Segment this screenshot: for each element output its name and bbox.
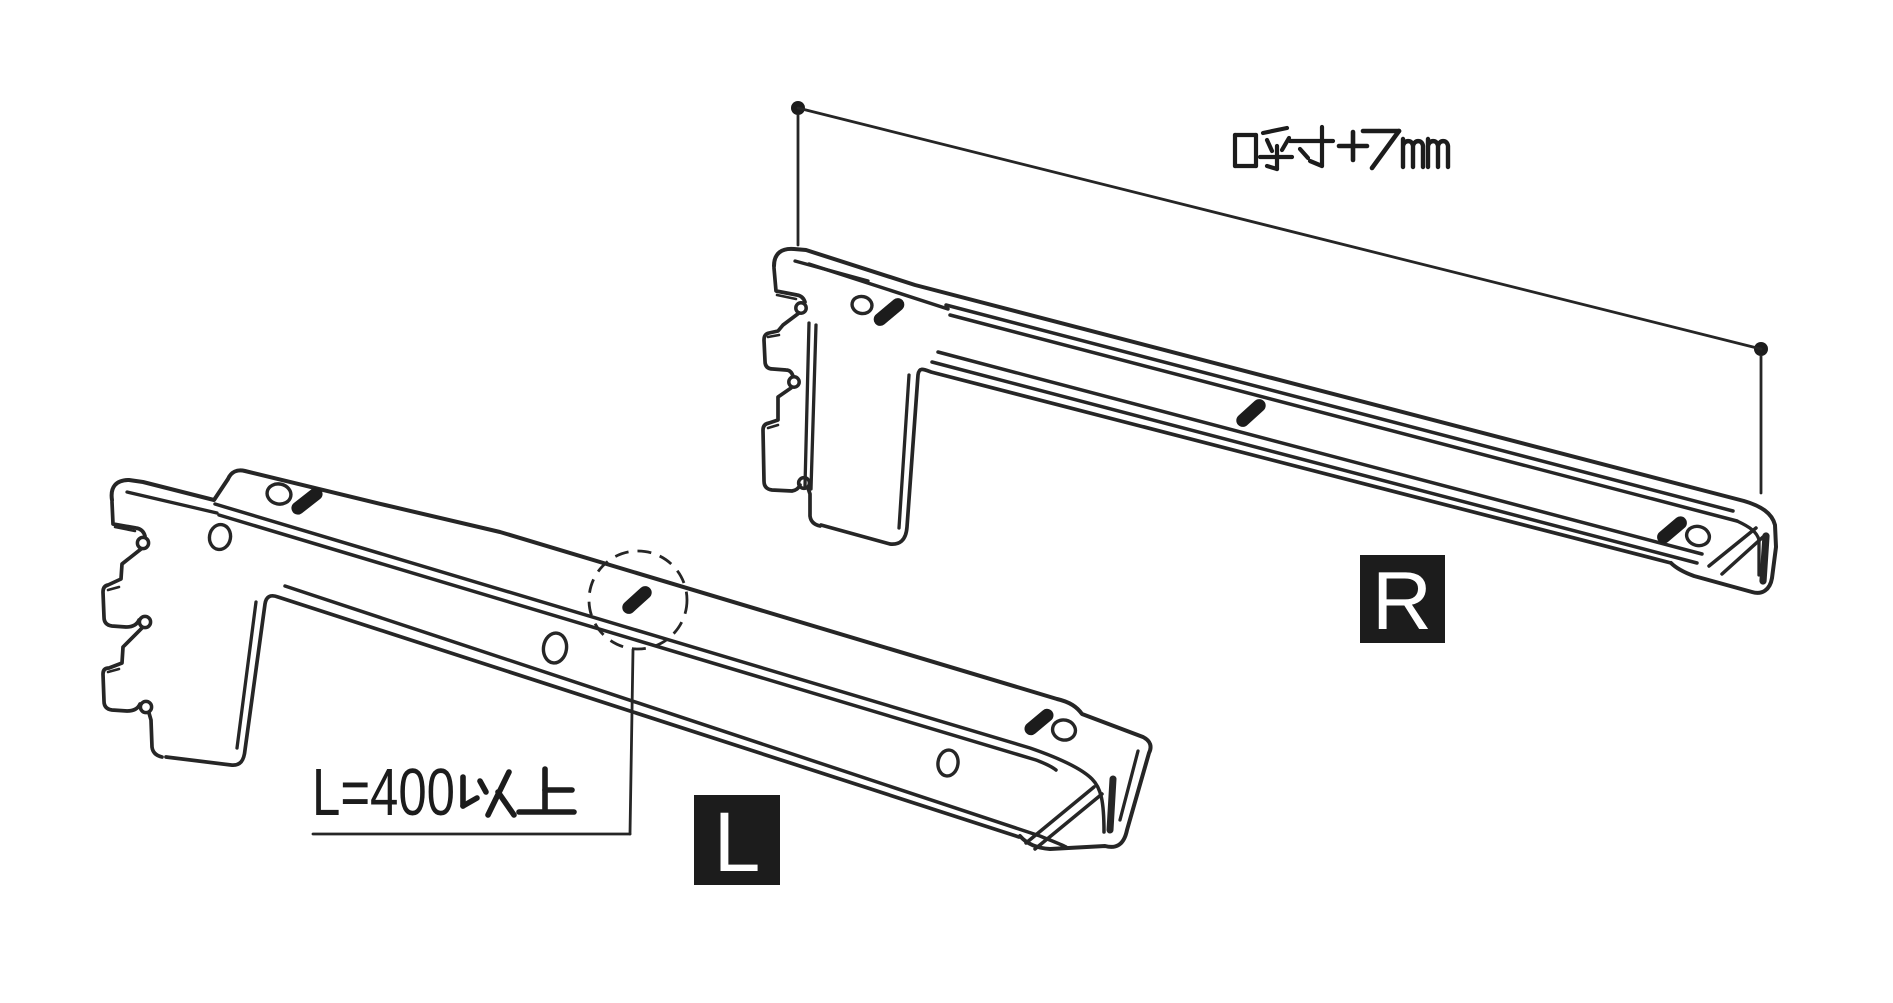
svg-text:L=400: L=400 (312, 754, 455, 829)
svg-text:R: R (1372, 554, 1432, 647)
svg-text:L: L (714, 795, 761, 889)
